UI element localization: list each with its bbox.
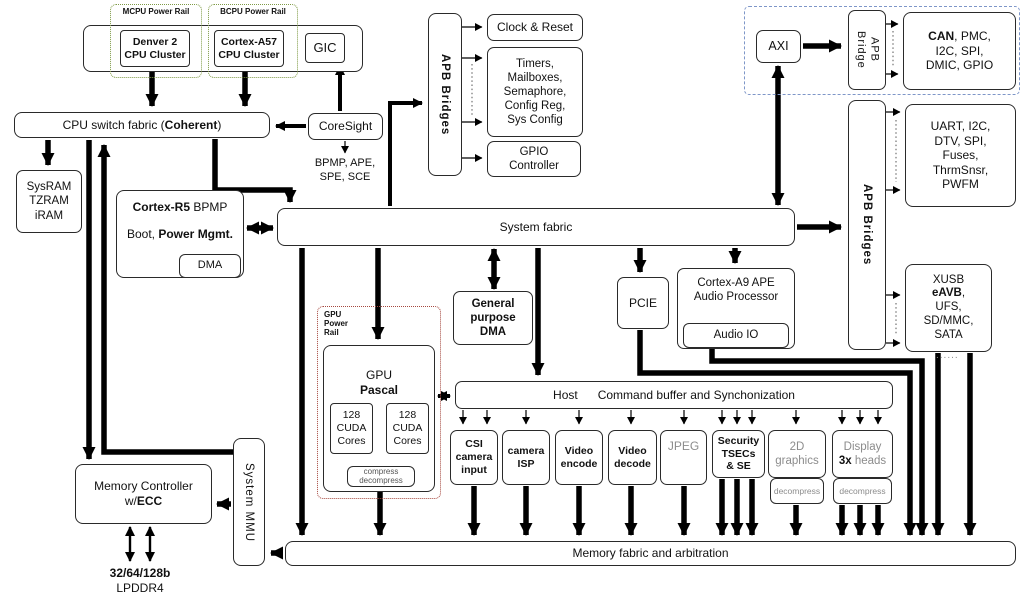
display-decompress-box: decompress	[833, 478, 892, 504]
bpmp-dma-box: DMA	[179, 254, 241, 278]
csi-camera-input-box: CSI camera input	[450, 430, 498, 485]
security-tsec-box: Security TSECs & SE	[712, 430, 765, 478]
memory-controller-box: Memory Controller w/ECC	[75, 464, 212, 524]
gp-dma-box: General purpose DMA	[453, 291, 533, 345]
axi-island	[744, 6, 1020, 95]
can-periph-box: CAN, PMC, I2C, SPI, DMIC, GPIO	[903, 12, 1016, 90]
cuda-cores-2: 128 CUDA Cores	[386, 403, 429, 454]
apb-bridges-right: APB Bridges	[848, 100, 886, 350]
coresight-box: CoreSight	[308, 113, 383, 140]
system-fabric-bar: System fabric	[277, 208, 795, 246]
pcie-box: PCIE	[617, 277, 669, 329]
system-mmu-box: System MMU	[233, 438, 265, 566]
xusb-box: XUSB eAVB, UFS, SD/MMC, SATA	[905, 264, 992, 352]
axi-box: AXI	[756, 30, 801, 63]
coresight-note: BPMP, APE, SPE, SCE	[314, 157, 376, 183]
jpeg-box: JPEG	[660, 430, 707, 485]
gpu-compress-box: compress decompress	[347, 466, 415, 487]
audio-io-box: Audio IO	[683, 323, 789, 348]
2d-graphics-box: 2D graphics	[768, 430, 826, 478]
apb-bridge-island: APB Bridge	[848, 10, 886, 90]
display-heads-box: Display 3x heads	[832, 430, 893, 478]
gic-box: GIC	[305, 33, 345, 63]
denver2-cluster: Denver 2 CPU Cluster	[120, 30, 190, 67]
gpio-controller-box: GPIO Controller	[487, 141, 581, 177]
clock-reset-box: Clock & Reset	[487, 14, 583, 41]
cuda-cores-1: 128 CUDA Cores	[330, 403, 373, 454]
timers-box: Timers, Mailboxes, Semaphore, Config Reg…	[487, 47, 583, 137]
uart-periph-box: UART, I2C, DTV, SPI, Fuses, ThrmSnsr, PW…	[905, 104, 1016, 207]
apb-bridges-top: APB Bridges	[428, 13, 462, 176]
more-connections-dots: ......	[936, 350, 959, 361]
2d-decompress-box: decompress	[770, 478, 824, 504]
video-decode-box: Video decode	[608, 430, 657, 485]
lpddr4-label: 32/64/128b LPDDR4	[109, 566, 171, 595]
sysram-box: SysRAM TZRAM iRAM	[16, 170, 82, 233]
video-encode-box: Video encode	[555, 430, 603, 485]
camera-isp-box: camera ISP	[502, 430, 550, 485]
cpu-switch-fabric: CPU switch fabric (Coherent)	[14, 112, 270, 138]
cortex-a57-cluster: Cortex-A57 CPU Cluster	[214, 30, 284, 67]
memory-fabric-bar: Memory fabric and arbitration	[285, 541, 1016, 566]
